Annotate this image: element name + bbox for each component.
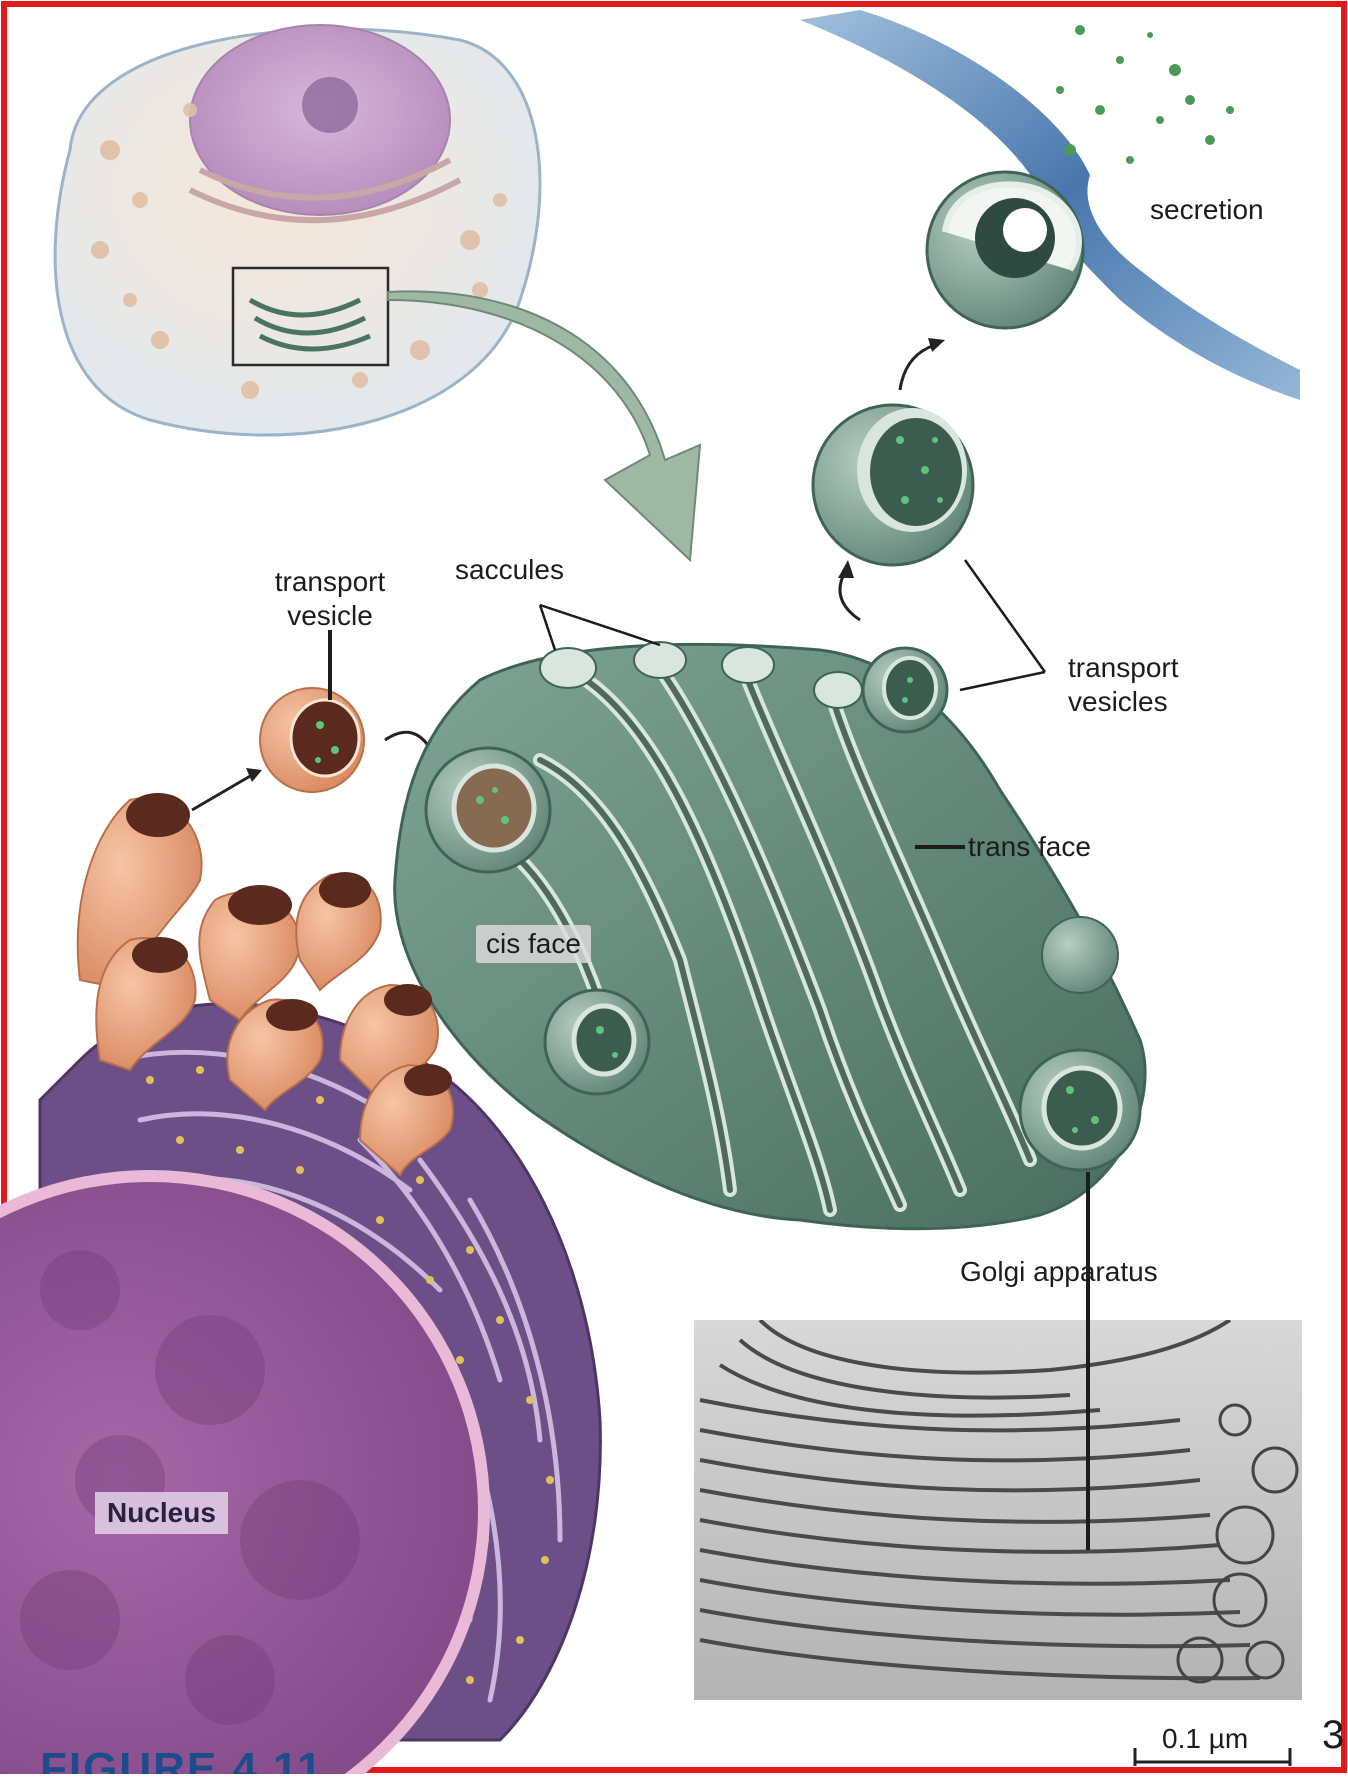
label-nucleus: Nucleus <box>95 1492 228 1534</box>
figure-caption: FIGURE 4.11 <box>40 1752 324 1774</box>
label-transport-vesicles: transport vesicles <box>1068 651 1179 719</box>
page-number: 3 <box>1322 1718 1348 1752</box>
electron-micrograph <box>694 1320 1302 1700</box>
label-cis-face: cis face <box>476 925 591 963</box>
free-vesicle <box>1042 917 1118 993</box>
label-transport-vesicle: transport vesicle <box>250 565 410 633</box>
label-scale-bar: 0.1 µm <box>1162 1722 1248 1756</box>
label-secretion: secretion <box>1150 193 1264 227</box>
label-trans-face: trans face <box>968 830 1091 864</box>
cell-overview <box>55 25 540 435</box>
transport-vesicle-right <box>813 405 973 565</box>
label-saccules: saccules <box>455 553 564 587</box>
secretion-vesicle <box>927 172 1083 328</box>
secretion-particles <box>1056 25 1234 164</box>
label-golgi-apparatus: Golgi apparatus <box>960 1255 1158 1289</box>
